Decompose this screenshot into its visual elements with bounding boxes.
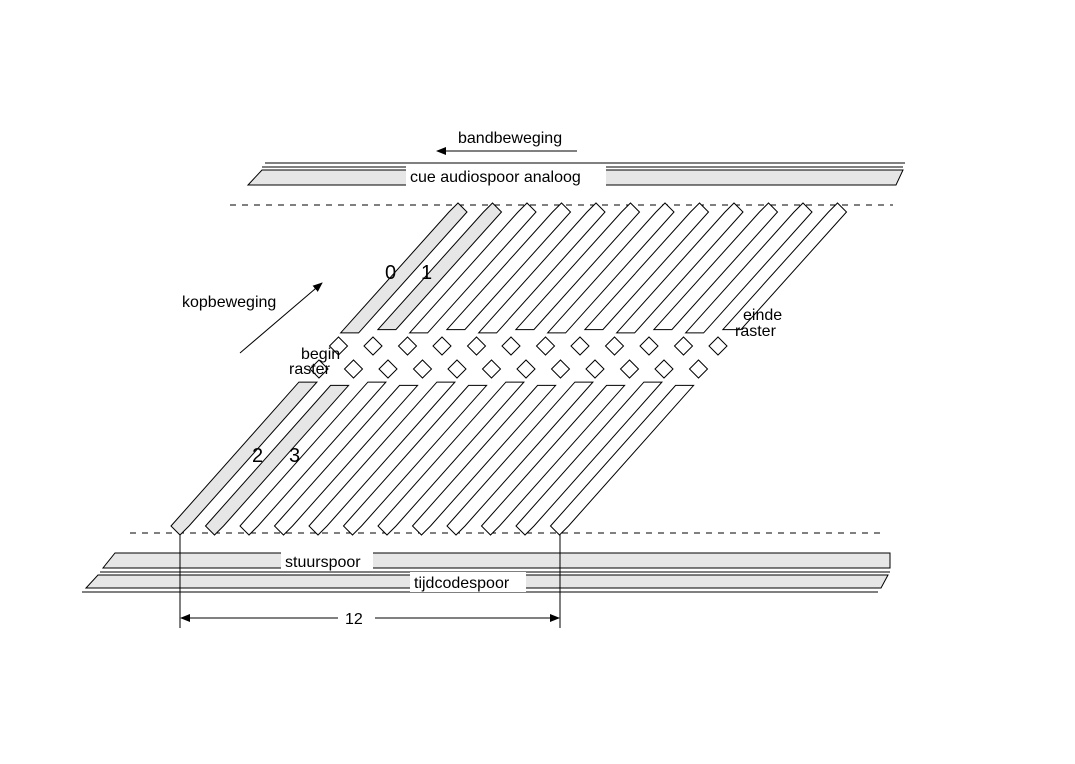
track-number-3: 3 <box>289 445 300 467</box>
raster-block <box>363 336 383 356</box>
begin-raster-label: raster <box>289 361 331 378</box>
track-upper-segment <box>546 202 675 334</box>
raster-block <box>501 336 521 356</box>
raster-block <box>481 359 502 379</box>
track-lower-segment <box>515 381 664 536</box>
track-upper-segment <box>408 202 537 334</box>
dimension-label: 12 <box>345 611 363 628</box>
track-lower-segment <box>273 384 419 536</box>
raster-block <box>619 359 640 379</box>
track-upper-segment <box>514 202 641 331</box>
track-lower-segment <box>549 384 695 536</box>
control-track-label: stuurspoor <box>285 554 361 571</box>
track-upper-segment <box>477 202 606 334</box>
track-upper-segment <box>652 202 779 331</box>
track-upper-segment <box>445 202 572 331</box>
raster-block <box>604 336 625 356</box>
helical-tracks <box>170 202 848 536</box>
track-lower-segment <box>308 381 457 536</box>
raster-block <box>466 336 487 356</box>
track-lower-segment <box>377 381 526 536</box>
timecode-track-band <box>82 571 890 593</box>
dimension-indicator <box>179 535 561 628</box>
control-track-band <box>101 551 891 571</box>
raster-block <box>535 336 556 356</box>
track-lower-segment <box>411 384 557 536</box>
raster-block <box>639 336 659 356</box>
track-lower-segment <box>239 381 388 536</box>
raster-block <box>328 336 349 356</box>
track-upper-segment <box>615 202 744 334</box>
raster-block <box>397 336 418 356</box>
raster-block <box>516 359 536 379</box>
raster-block <box>570 336 590 356</box>
begin-label: begin <box>301 346 340 363</box>
end-label: einde <box>743 307 782 324</box>
raster-block <box>585 359 605 379</box>
raster-block <box>309 359 329 379</box>
head-motion-arrow <box>239 282 323 354</box>
head-motion-label: kopbeweging <box>182 294 276 311</box>
track-lower-segment <box>342 384 488 536</box>
track-upper-segment <box>684 202 813 334</box>
track-upper-segment <box>339 202 468 334</box>
raster-block <box>432 336 452 356</box>
raster-block <box>673 336 694 356</box>
raster-block <box>412 359 433 379</box>
tape-motion-label: bandbeweging <box>458 130 562 147</box>
raster-block <box>688 359 709 379</box>
track-number-2: 2 <box>252 445 263 467</box>
raster-block <box>654 359 674 379</box>
end-raster-label: raster <box>735 323 777 340</box>
raster-block <box>378 359 398 379</box>
track-lower-segment <box>446 381 595 536</box>
timecode-track-label: tijdcodespoor <box>414 575 510 592</box>
cue-track-band <box>246 162 905 188</box>
track-number-1: 1 <box>421 262 432 284</box>
raster-block <box>550 359 571 379</box>
track-lower-segment <box>204 384 350 536</box>
track-upper-segment <box>376 202 503 331</box>
track-upper-segment <box>583 202 710 331</box>
raster-block <box>447 359 467 379</box>
raster-block <box>708 336 728 356</box>
raster-block <box>343 359 364 379</box>
track-lower-segment <box>480 384 626 536</box>
track-upper-segment <box>721 202 848 331</box>
track-lower-segment <box>170 381 319 536</box>
cue-track-label: cue audiospoor analoog <box>410 169 581 186</box>
track-number-0: 0 <box>385 262 396 284</box>
